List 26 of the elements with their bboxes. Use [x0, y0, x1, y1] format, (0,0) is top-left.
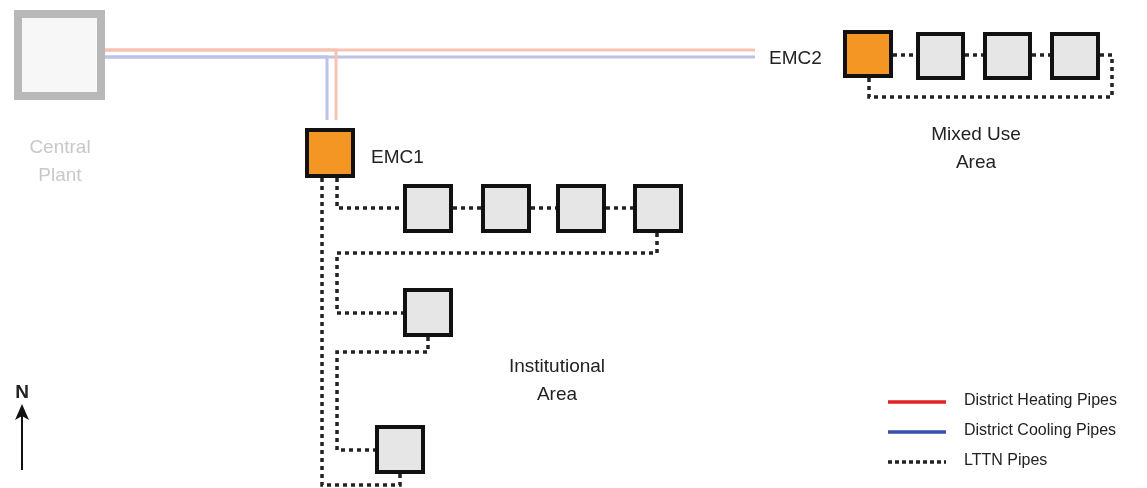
- node-label: EMC2: [769, 46, 822, 70]
- area-label: Mixed Use Area: [930, 122, 1022, 174]
- building-box: [375, 425, 425, 474]
- legend-label: LTTN Pipes: [964, 451, 1048, 469]
- building-box: [983, 32, 1032, 80]
- dotted-pipe-line: [453, 206, 481, 210]
- building-box: [403, 184, 453, 233]
- dotted-pipe-line: [335, 233, 659, 315]
- building-box: [1050, 32, 1100, 80]
- dotted-pipe-line: [606, 206, 633, 210]
- building-box: [403, 288, 453, 337]
- building-box: [916, 32, 965, 80]
- building-box: [481, 184, 531, 233]
- building-box: [633, 184, 683, 233]
- dotted-pipe-line: [335, 337, 430, 452]
- dotted-pipe-line: [320, 178, 402, 487]
- area-label: Institutional Area: [507, 354, 607, 406]
- dotted-pipe-line: [893, 53, 916, 57]
- legend-label: District Cooling Pipes: [964, 421, 1117, 439]
- dotted-pipe-line: [867, 53, 1114, 99]
- building-box: [556, 184, 606, 233]
- legend-label: District Heating Pipes: [964, 391, 1117, 409]
- north-label: N: [14, 380, 30, 404]
- node-label: EMC1: [371, 145, 424, 169]
- dotted-pipe-line: [1032, 53, 1050, 57]
- dotted-pipe-line: [965, 53, 983, 57]
